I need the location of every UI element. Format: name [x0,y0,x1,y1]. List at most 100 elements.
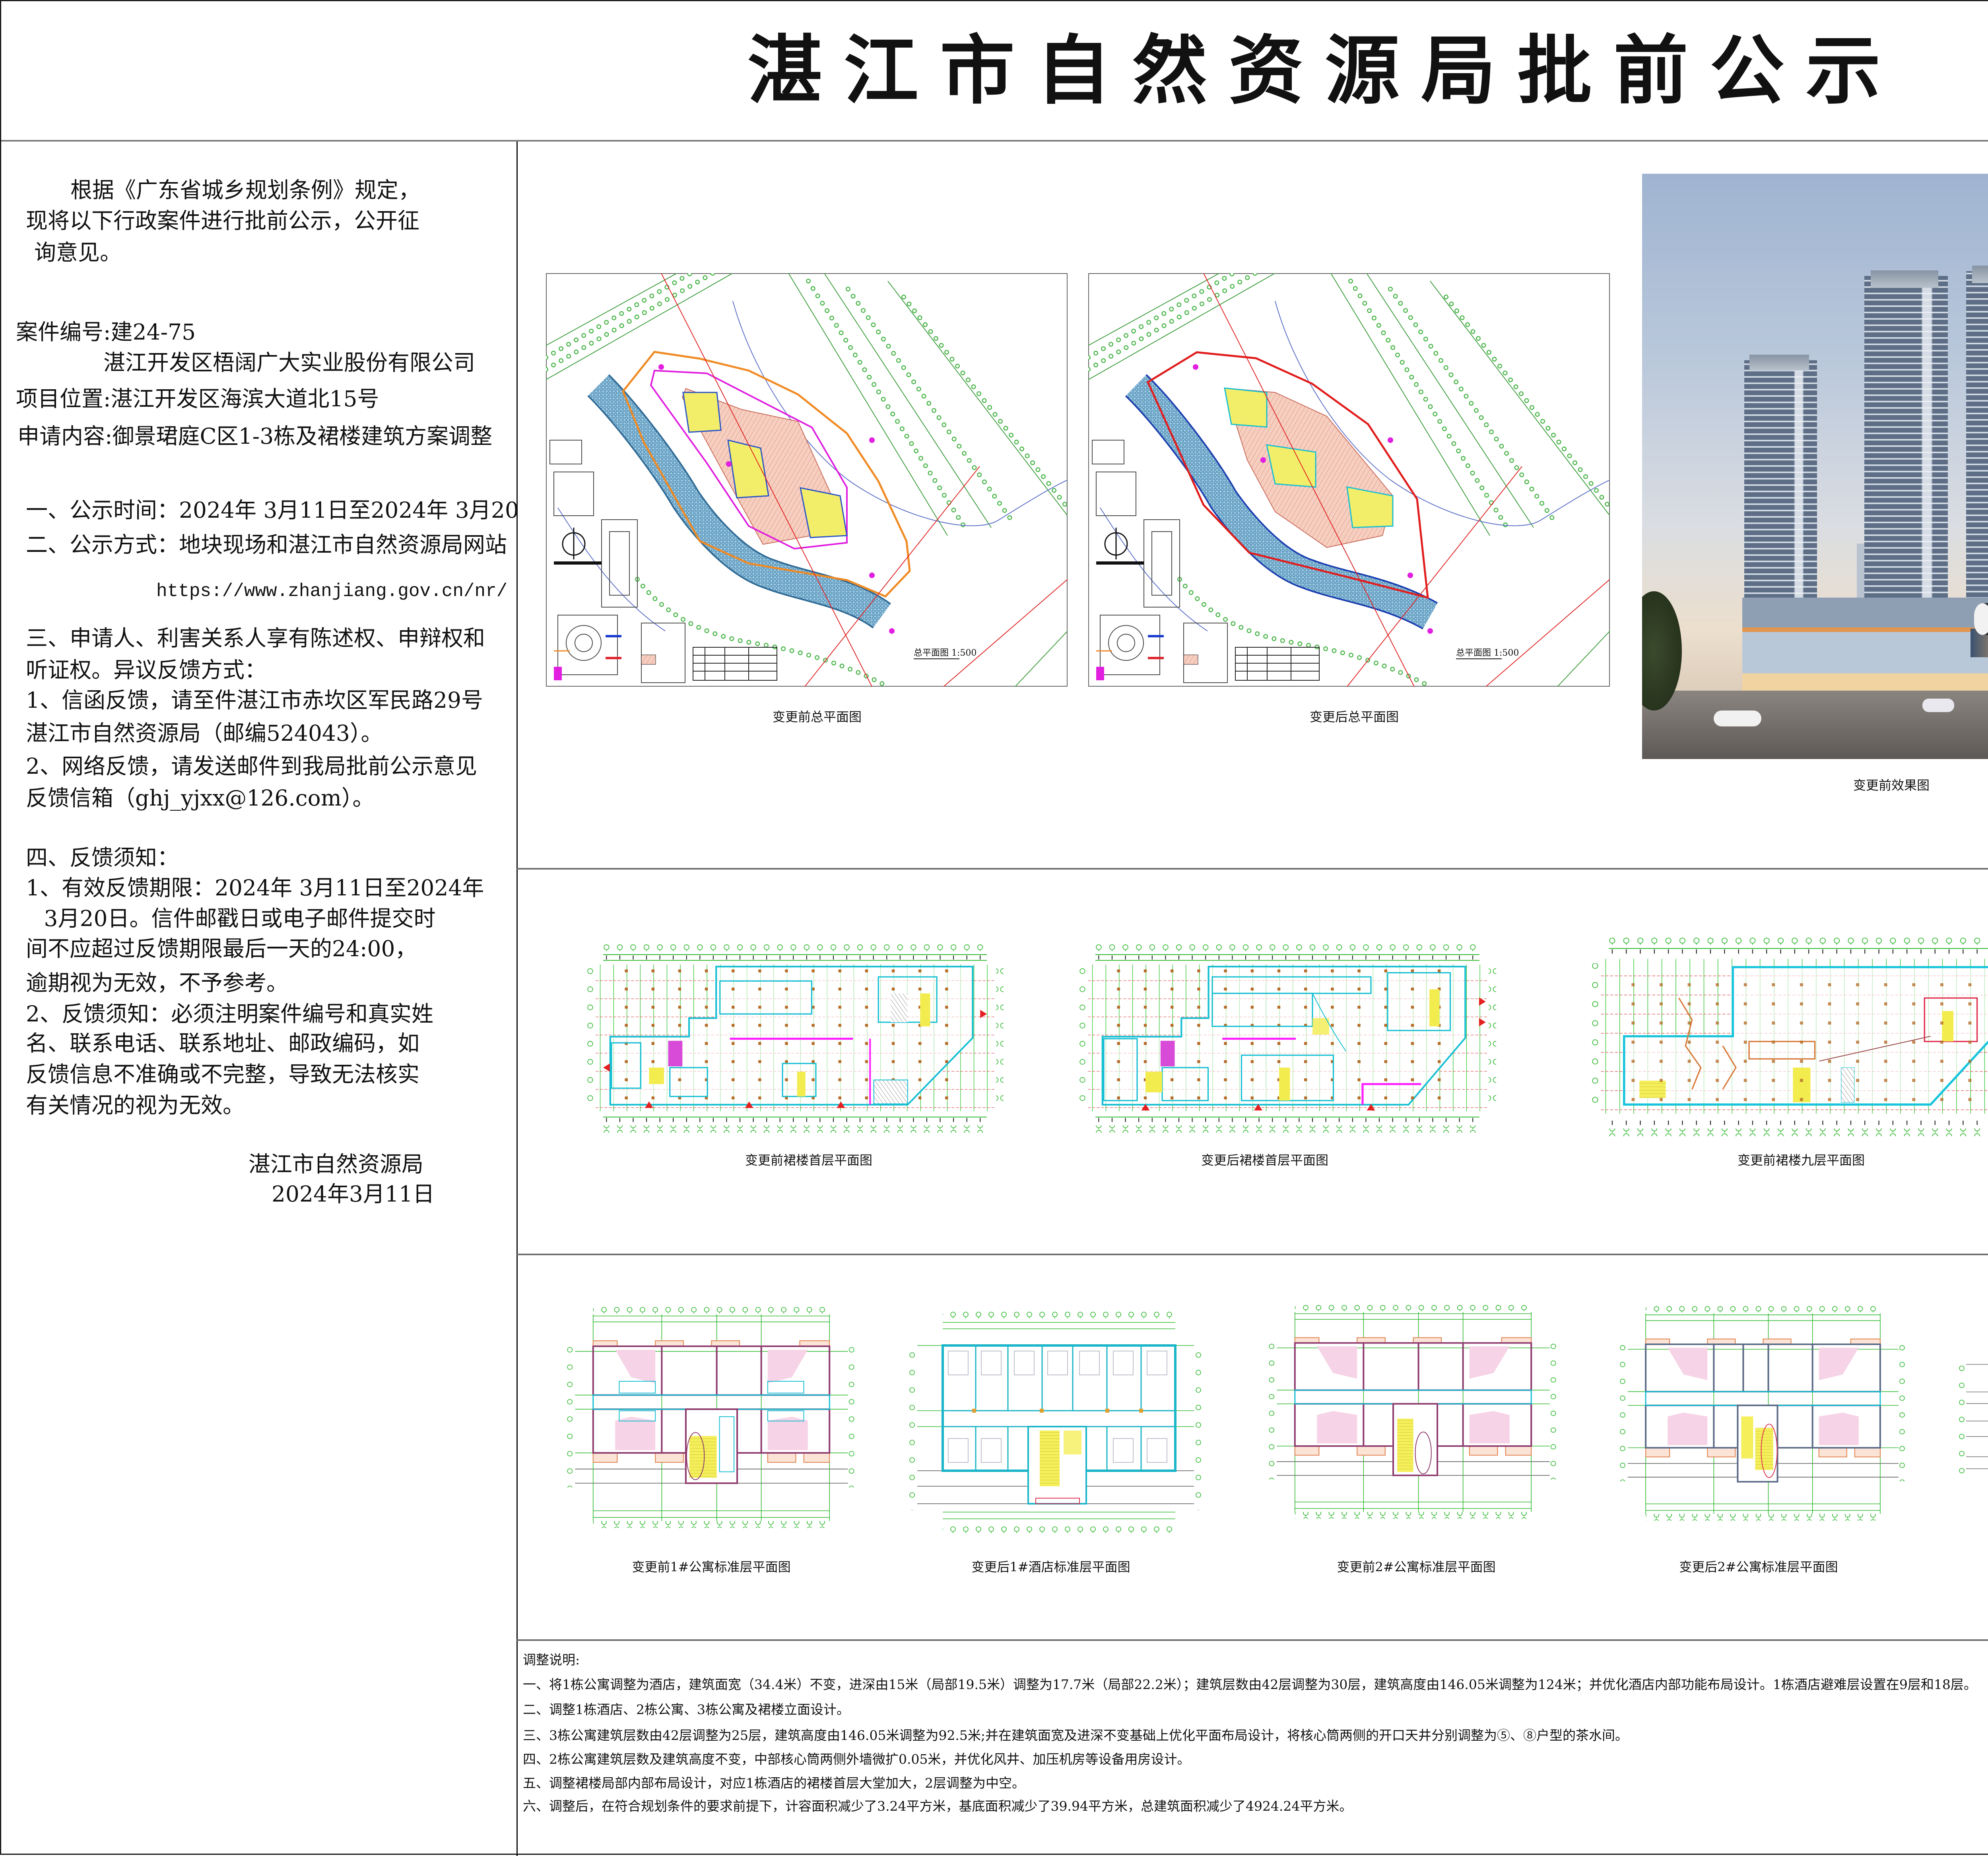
tower-3 [1966,271,1988,629]
axis-lines [1203,273,1610,687]
feedback-line: 间不应超过反馈期限最后一天的24:00， [26,936,417,961]
rendering-before-image [1642,174,1988,759]
site-plan-scale-label: 总平面图 1:500 [914,648,977,658]
project-location-label: 项目位置: [16,386,111,412]
stair-cores [1145,989,1440,1101]
site-plan-before-caption: 变更前总平面图 [772,709,862,724]
tower-2-after-drawing [1612,1306,1914,1527]
site-plan-after-drawing: 总平面图 1:500 [1088,273,1610,687]
issue-date: 2024年3月11日 [272,1181,435,1207]
basement-outline [650,369,848,550]
tower-1-before-caption: 变更前1#公寓标准层平面图 [632,1559,791,1574]
adjustment-note-item: 一、将1栋公寓调整为酒店，建筑面宽（34.4米）不变，进深由15米（局部19.5… [523,1677,1977,1692]
tower-2-before-caption: 变更前2#公寓标准层平面图 [1337,1559,1496,1574]
orange-columns [972,1409,1143,1413]
intro-line: 现将以下行政案件进行批前公示，公开征 [26,208,420,233]
intro-line: 询意见。 [34,240,122,265]
feedback-heading: 四、反馈须知： [26,845,179,870]
entrance-markers [1193,364,1433,634]
application-content-label: 申请内容: [17,423,113,449]
podium-1f-after-drawing [1079,944,1496,1134]
case-number-value: 建24-75 [111,319,196,345]
tower-footprints [1224,387,1394,528]
legend-table [693,647,777,681]
tower-2-after-caption: 变更后2#公寓标准层平面图 [1679,1559,1838,1574]
podium-1f-before-caption: 变更前裙楼首层平面图 [745,1153,872,1168]
application-content-line: 申请内容:御景珺庭C区1-3栋及裙楼建筑方案调整 [17,423,492,449]
feedback-line: 3月20日。信件邮戳日或电子邮件提交时 [37,906,436,931]
core [1392,1403,1439,1476]
website-url: https://www.zhanjiang.gov.cn/nr/ [156,581,508,602]
rights-line: 湛江市自然资源局（邮编524043）。 [26,720,383,746]
rights-line: 2、网络反馈，请发送邮件到我局批前公示意见 [26,753,477,779]
title-band: 湛江市自然资源局批前公示 [1,1,1988,142]
stair-cores [649,993,930,1097]
road-edges [1088,273,1610,687]
rights-line: 听证权。异议反馈方式： [26,657,267,683]
project-location-value: 湛江开发区海滨大道北15号 [111,386,379,412]
publicity-period: 一、公示时间：2024年 3月11日至2024年 3月20日 [26,497,518,523]
tower-1 [1744,360,1817,631]
car [1922,699,1954,712]
core-rooms [1103,972,1451,1101]
legend-table [1235,647,1320,681]
feedback-line: 名、联系电话、联系地址、邮政编码，如 [26,1031,420,1056]
road-curbs [557,301,1068,631]
site-plan-after-caption: 变更后总平面图 [1309,709,1399,724]
legend-symbols [1096,635,1198,680]
tower-1-hotel-after-drawing [909,1311,1203,1535]
tower-1-hotel-after-caption: 变更后1#酒店标准层平面图 [971,1559,1130,1574]
adjustment-note-item: 四、2栋公寓建筑层数及建筑高度不变，中部核心筒两侧外墙微扩0.05米，并优化风井… [523,1751,1190,1767]
room-furniture [948,1351,1167,1463]
feedback-line: 1、有效反馈期限：2024年 3月11日至2024年 [26,875,484,901]
project-location-line: 项目位置:湛江开发区海滨大道北15号 [16,386,379,412]
tower-footprints [682,392,848,538]
axis-lines [661,273,1068,687]
feedback-email-line: 反馈信箱（ghj_yjxx@126.com）。 [26,785,375,811]
adjustment-note-item: 二、调整1栋酒店、2栋公寓、3栋公寓及裙楼立面设计。 [523,1702,850,1717]
feedback-line: 有关情况的视为无效。 [26,1093,245,1118]
adjustment-note-item: 六、调整后，在符合规划条件的要求前提下，计容面积减少了3.24平方米，基底面积减… [523,1798,1353,1814]
adjustment-note-item: 三、3栋公寓建筑层数由42层调整为25层，建筑高度由146.05米调整为92.5… [523,1728,1629,1743]
legend-symbols [554,635,656,680]
applicant-name: 湛江开发区梧阔广大实业股份有限公司 [103,350,476,375]
intro-line: 根据《广东省城乡规划条例》规定， [70,177,421,203]
tower-3-before-drawing [1958,1309,1988,1532]
rights-line: 三、申请人、利害关系人享有陈述权、申辩权和 [26,625,485,651]
tower-3-before-caption: 变更前3#公寓标准层平面图 [1977,1559,1988,1575]
tower-2-before-drawing [1261,1305,1566,1525]
site-boundary [622,351,911,598]
row-divider [517,1254,1988,1255]
row-divider [517,868,1988,870]
tower-2 [1864,276,1948,630]
entrance-arrows [1141,997,1486,1110]
case-number-label: 案件编号: [16,319,111,345]
podium-1f-after-caption: 变更后裙楼首层平面图 [1201,1153,1328,1168]
core [1737,1404,1778,1483]
bedrooms [615,1349,808,1450]
core [1027,1426,1087,1505]
north-arrow-icon [554,528,602,565]
podium-1f-before-drawing [586,944,1004,1134]
north-arrow-icon [1096,528,1144,565]
balconies [1645,1338,1881,1458]
publicity-method: 二、公示方式：地块现场和湛江市自然资源局网站 [26,532,507,557]
neighbor-buildings [1092,440,1228,683]
site-plan-scale-label: 总平面图 1:500 [1456,648,1519,658]
feedback-line: 2、反馈须知：必须注明案件编号和真实姓 [26,1001,433,1027]
row-divider [517,1639,1988,1641]
application-content-value: 御景珺庭C区1-3栋及裙楼建筑方案调整 [112,423,493,449]
page-title: 湛江市自然资源局批前公示 [747,26,1902,115]
case-number-line: 案件编号:建24-75 [16,319,196,345]
panda-sculpture [1974,603,1988,635]
neighbor-buildings [549,440,685,683]
balconies [592,1340,830,1463]
road-edges [546,273,1068,687]
axis-grid [1958,1355,1988,1483]
bedrooms [1317,1346,1510,1444]
feedback-line: 反馈信息不准确或不完整，导致无法核实 [26,1062,420,1087]
core [685,1408,738,1484]
podium-9f-before-caption: 变更前裙楼九层平面图 [1737,1153,1865,1168]
bathrooms [619,1381,804,1421]
